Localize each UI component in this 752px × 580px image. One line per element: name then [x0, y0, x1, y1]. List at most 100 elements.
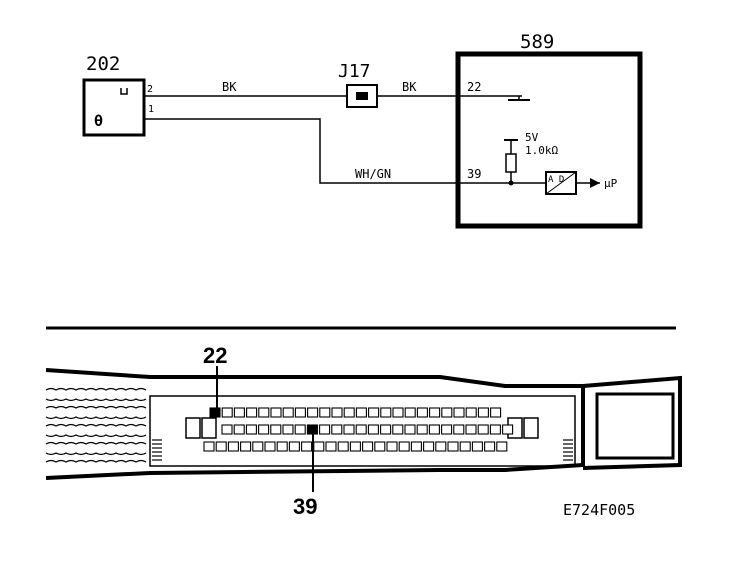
pin-cavity [423, 441, 435, 452]
pin-cavity [221, 424, 233, 435]
connector-j17-label: J17 [338, 61, 371, 82]
ecu-pin-39: 39 [467, 167, 481, 181]
pin-cavity [233, 424, 245, 435]
pin-cavity [233, 407, 245, 418]
pin-cavity [392, 407, 404, 418]
pin-cavity [343, 407, 355, 418]
pin-cavity [325, 441, 337, 452]
sensor-box [82, 78, 146, 137]
sensor-id: 202 [86, 53, 120, 75]
pin-cavity [215, 441, 227, 452]
pin-cavity [221, 407, 233, 418]
pin-cavity [471, 441, 483, 452]
callout-39-label: 39 [293, 494, 317, 519]
pin-cavity [416, 424, 428, 435]
pin-cavity [319, 424, 331, 435]
adc-divider [545, 171, 577, 195]
connector-j17-pin-icon [356, 92, 368, 100]
wire-label-wh-gn: WH/GN [355, 167, 391, 181]
pin-cavity [307, 407, 319, 418]
pin-cavity [355, 424, 367, 435]
pin-cavity [337, 441, 349, 452]
sensor-terminal-mark [120, 88, 128, 95]
ecu-id: 589 [520, 31, 554, 53]
pin-cavity [398, 441, 410, 452]
sensor-pin-1: 1 [148, 104, 154, 115]
pin-cavity [258, 407, 270, 418]
pin-cavity [270, 424, 282, 435]
pin-cavity [404, 424, 416, 435]
connector-housing [45, 368, 585, 480]
pin-cavity [465, 407, 477, 418]
pin-cavity [380, 407, 392, 418]
harness-strand [45, 387, 147, 391]
callout-22-label: 22 [203, 343, 227, 368]
pin-cavity [276, 441, 288, 452]
pin-cavity [227, 441, 239, 452]
pin-cavity [380, 424, 392, 435]
sensor-theta-symbol: θ [94, 112, 103, 130]
wire-label-bk-right: BK [402, 80, 417, 94]
pin-cavity [490, 407, 502, 418]
harness-strand [45, 459, 147, 463]
pin-cavity [355, 407, 367, 418]
harness-strand [45, 416, 147, 420]
pin-cavity [209, 407, 221, 418]
pin-cavity [465, 424, 477, 435]
pin-cavity [282, 407, 294, 418]
pin-cavity [477, 424, 489, 435]
harness-strand [45, 452, 147, 456]
harness-strand [45, 398, 147, 402]
pin-cavity [453, 424, 465, 435]
pin-cavity [313, 441, 325, 452]
pin-cavity [331, 407, 343, 418]
pin-cavity [331, 424, 343, 435]
pin-cavity [203, 441, 215, 452]
pin-cavity [392, 424, 404, 435]
sensor-pin-2: 2 [147, 84, 153, 95]
connector-latch [595, 392, 675, 460]
connector-inner-body [149, 395, 576, 467]
ecu-connector-face [45, 368, 682, 480]
connector-housing-right [582, 375, 682, 470]
connector-pins [185, 407, 539, 452]
pin-cavity [282, 424, 294, 435]
pin-cavity [246, 407, 258, 418]
pin-cavity [496, 441, 508, 452]
pin-cavity [258, 424, 270, 435]
pin-cavity [484, 441, 496, 452]
pin-cavity [502, 424, 514, 435]
figure-code: E724F005 [563, 501, 635, 519]
pin-cavity [441, 407, 453, 418]
harness-strand [45, 405, 147, 409]
pin-cavity [301, 441, 313, 452]
pin-cavity [477, 407, 489, 418]
ecu-box [455, 51, 643, 229]
pin-cavity [428, 424, 440, 435]
pin-cavity [441, 424, 453, 435]
pin-cavity [416, 407, 428, 418]
guide-pin [185, 417, 201, 439]
microprocessor-label: μP [604, 177, 618, 190]
pin-cavity [429, 407, 441, 418]
harness-strand [45, 441, 147, 445]
pin-cavity [343, 424, 355, 435]
resistor-value-label: 1.0kΩ [525, 144, 558, 157]
pin-cavity [368, 407, 380, 418]
pin-cavity [264, 441, 276, 452]
connector-ribs [152, 439, 573, 461]
pin-cavity [270, 407, 282, 418]
pin-cavity [367, 424, 379, 435]
pin-cavity [349, 441, 361, 452]
pullup-resistor-icon [505, 153, 517, 173]
guide-pin [201, 417, 217, 439]
pin-cavity [362, 441, 374, 452]
pin-cavity [288, 441, 300, 452]
adc-label: A D [548, 175, 564, 185]
pin-cavity [410, 441, 422, 452]
pin-cavity [404, 407, 416, 418]
pin-cavity [240, 441, 252, 452]
harness-strand [45, 434, 147, 438]
